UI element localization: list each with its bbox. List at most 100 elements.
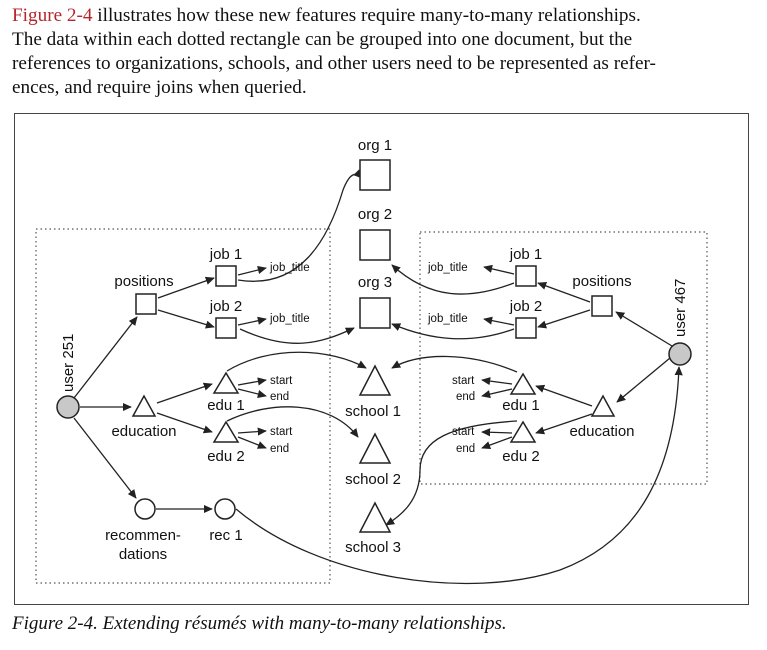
edge-user467-positions xyxy=(615,311,673,347)
end-label-right-1: end xyxy=(456,391,475,403)
edge-job1-title-right xyxy=(483,264,515,275)
edu1-node-left xyxy=(212,371,240,394)
org3-node xyxy=(359,297,391,329)
edge-edu2-end xyxy=(237,436,267,449)
school1-node xyxy=(358,364,392,396)
start-label-left-2: start xyxy=(270,426,293,438)
ref-job1-org1 xyxy=(237,169,363,282)
left-document-boundary xyxy=(35,228,331,584)
edu2-label-right: edu 2 xyxy=(502,448,540,465)
edge-positions-job1 xyxy=(157,276,215,299)
edu1-label-left: edu 1 xyxy=(207,397,245,414)
edge-positions-job2-right xyxy=(537,309,591,329)
job-title-label-left-1: job_title xyxy=(269,262,310,274)
education-label-left: education xyxy=(111,423,176,440)
job2-node-left xyxy=(215,317,237,339)
org2-node xyxy=(359,229,391,261)
edge-user251-recommendations xyxy=(73,417,137,499)
ref-job2-org3 xyxy=(239,327,355,344)
edu2-label-left: edu 2 xyxy=(207,448,245,465)
ref-job2-right-org3 xyxy=(391,323,515,340)
positions-label-right: positions xyxy=(572,273,631,290)
job-title-label-left-2: job_title xyxy=(269,313,310,325)
edge-education-edu1-right xyxy=(535,384,593,407)
ref-edu1-school1 xyxy=(226,351,367,372)
edge-job1-title xyxy=(237,266,267,276)
rec1-label: rec 1 xyxy=(209,527,242,544)
org1-node xyxy=(359,159,391,191)
job2-label-left: job 2 xyxy=(209,298,243,315)
user251-label: user 251 xyxy=(60,334,77,392)
education-node-right xyxy=(590,394,616,417)
edge-edu2-start xyxy=(237,427,267,436)
school3-label: school 3 xyxy=(345,539,401,556)
education-label-right: education xyxy=(569,423,634,440)
job2-label-right: job 2 xyxy=(509,298,543,315)
edge-edu1-start xyxy=(237,377,267,386)
edge-user467-education xyxy=(616,357,671,403)
rec1-node xyxy=(214,498,236,520)
positions-node-left xyxy=(135,293,157,315)
ref-edu1-right-school1 xyxy=(391,355,518,373)
org1-label: org 1 xyxy=(358,137,392,154)
edge-job2-title xyxy=(237,316,267,326)
school2-label: school 2 xyxy=(345,471,401,488)
school3-node xyxy=(358,501,392,533)
edge-job2-title-right xyxy=(483,316,515,326)
recommendations-label-line1: recommen- xyxy=(105,527,181,544)
edge-edu1-start-right xyxy=(481,377,513,386)
edge-education-edu1 xyxy=(156,382,213,404)
ref-edu2-school2 xyxy=(226,406,359,438)
edge-education-edu2 xyxy=(156,412,213,434)
user251-node xyxy=(56,395,80,419)
intro-line-3: references to organizations, schools, an… xyxy=(12,53,656,74)
org3-label: org 3 xyxy=(358,274,392,291)
job1-node-left xyxy=(215,265,237,287)
ref-job1-right-org2 xyxy=(391,264,515,295)
start-label-left-1: start xyxy=(270,375,293,387)
user467-label: user 467 xyxy=(672,279,689,337)
job1-node-right xyxy=(515,265,537,287)
ref-edu2-right-school3 xyxy=(385,420,518,526)
edge-edu2-end-right xyxy=(481,436,513,450)
edge-edu2-start-right xyxy=(481,428,513,437)
edge-positions-job2 xyxy=(157,309,215,329)
intro-line-2: The data within each dotted rectangle ca… xyxy=(12,29,633,50)
edge-user251-positions xyxy=(73,316,138,399)
edu1-node-right xyxy=(509,372,537,395)
org2-label: org 2 xyxy=(358,206,392,223)
intro-line-4: ences, and require joins when queried. xyxy=(12,77,307,98)
school2-node xyxy=(358,432,392,464)
edge-edu1-end-right xyxy=(481,388,513,399)
education-node-left xyxy=(131,394,157,417)
recommendations-label-line2: dations xyxy=(119,546,167,563)
recommendations-node xyxy=(134,498,156,520)
user467-node xyxy=(668,342,692,366)
end-label-right-2: end xyxy=(456,443,475,455)
job1-label-right: job 1 xyxy=(509,246,543,263)
school1-label: school 1 xyxy=(345,403,401,420)
edge-education-edu2-right xyxy=(535,413,593,435)
job-title-label-right-1: job_title xyxy=(427,262,468,274)
intro-paragraph: Figure 2-4 illustrates how these new fea… xyxy=(12,4,756,100)
figure-frame xyxy=(14,113,749,605)
ref-rec1-user467 xyxy=(235,366,683,585)
job2-node-right xyxy=(515,317,537,339)
start-label-right-1: start xyxy=(452,375,475,387)
edu1-label-right: edu 1 xyxy=(502,397,540,414)
start-label-right-2: start xyxy=(452,426,475,438)
job1-label-left: job 1 xyxy=(209,246,243,263)
job-title-label-right-2: job_title xyxy=(427,313,468,325)
positions-label-left: positions xyxy=(114,273,173,290)
end-label-left-1: end xyxy=(270,391,289,403)
edu2-node-right xyxy=(509,420,537,443)
figure-reference-link[interactable]: Figure 2-4 xyxy=(12,5,93,26)
figure-caption: Figure 2-4. Extending résumés with many-… xyxy=(12,613,507,634)
positions-node-right xyxy=(591,295,613,317)
edu2-node-left xyxy=(212,420,240,443)
end-label-left-2: end xyxy=(270,443,289,455)
edge-positions-job1-right xyxy=(537,281,591,303)
intro-line-1: illustrates how these new features requi… xyxy=(92,5,641,26)
edge-edu1-end xyxy=(237,388,267,398)
